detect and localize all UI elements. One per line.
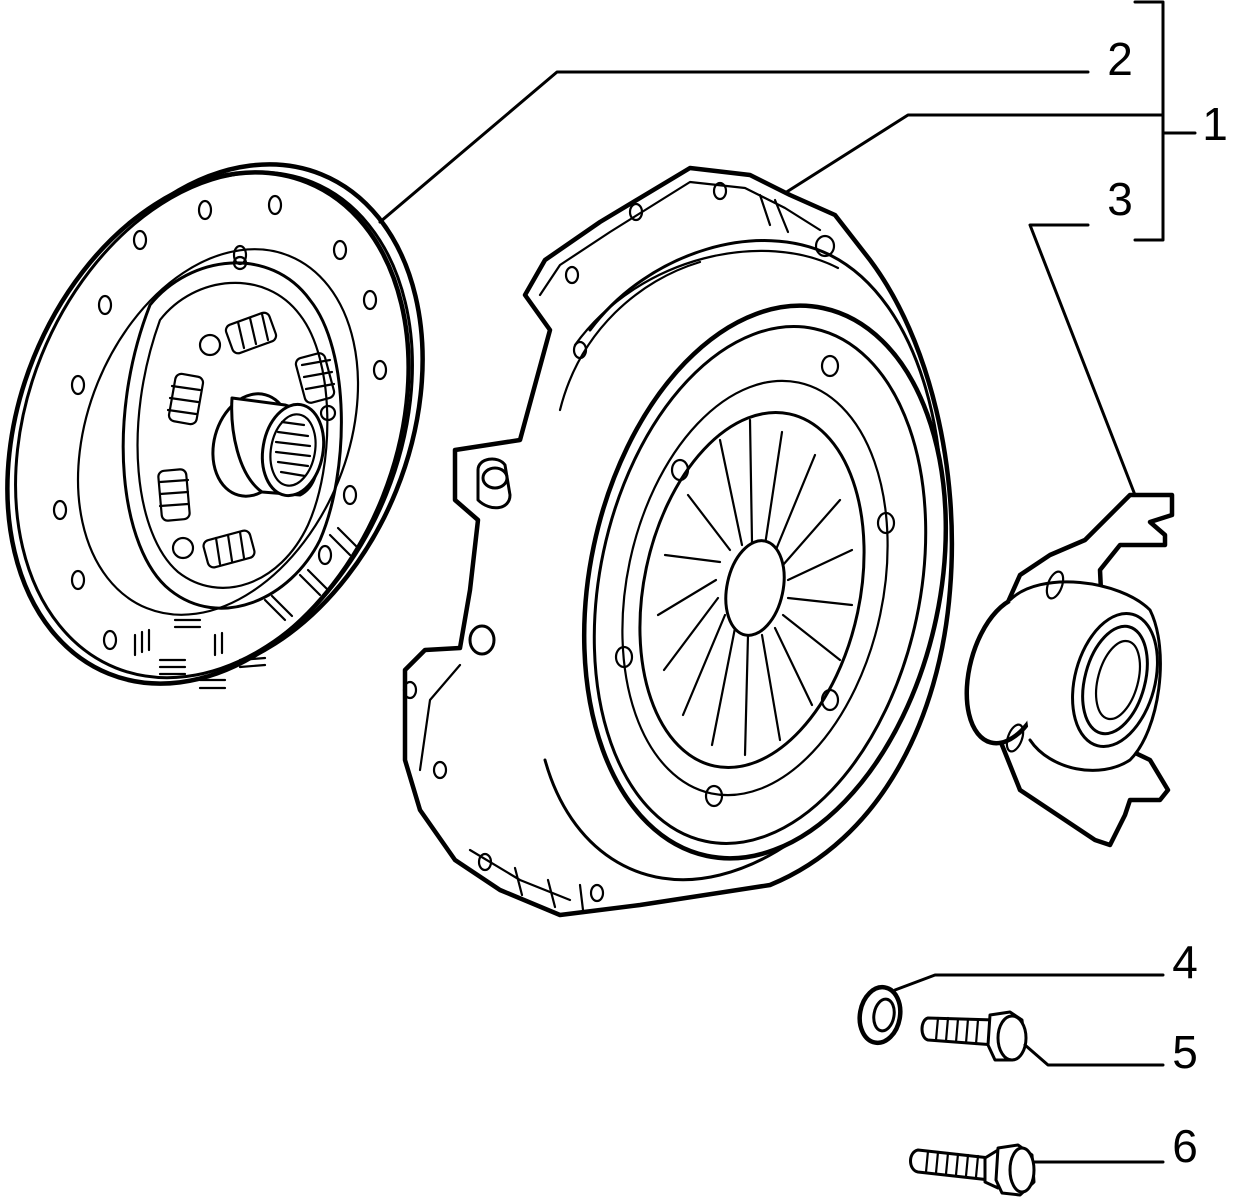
leader-lines: [378, 0, 1197, 1164]
bolt-5: [920, 1010, 1028, 1062]
damper-springs: [157, 311, 336, 569]
cover-holes: [402, 181, 836, 903]
dowel-boss: [468, 457, 512, 656]
leader-3: [1028, 223, 1137, 497]
lining-texture: [133, 526, 360, 690]
callout-5: 5: [1172, 1026, 1198, 1078]
clutch-disc: [5, 162, 425, 690]
release-bearing: [964, 492, 1175, 848]
callout-3: 3: [1107, 173, 1133, 225]
diaphragm-fingers: [656, 418, 854, 757]
callout-2: 2: [1107, 33, 1133, 85]
leader-1: [783, 113, 1164, 195]
callout-1: 1: [1202, 98, 1228, 150]
bracket-1: [1133, 0, 1165, 242]
plate-rivets: [614, 354, 896, 808]
bolt-6: [909, 1143, 1036, 1197]
callout-6: 6: [1172, 1120, 1198, 1172]
leader-2: [378, 70, 1090, 224]
callout-4: 4: [1172, 936, 1198, 988]
washer: [857, 984, 903, 1046]
callout-labels: 1 2 3 4 5 6: [1107, 33, 1228, 1172]
leader-5: [1023, 1043, 1165, 1067]
disc-rivet-holes: [52, 194, 388, 651]
clutch-pressure-plate: [402, 165, 955, 918]
disc-splined-hub: [211, 392, 326, 498]
leader-4: [893, 973, 1165, 992]
